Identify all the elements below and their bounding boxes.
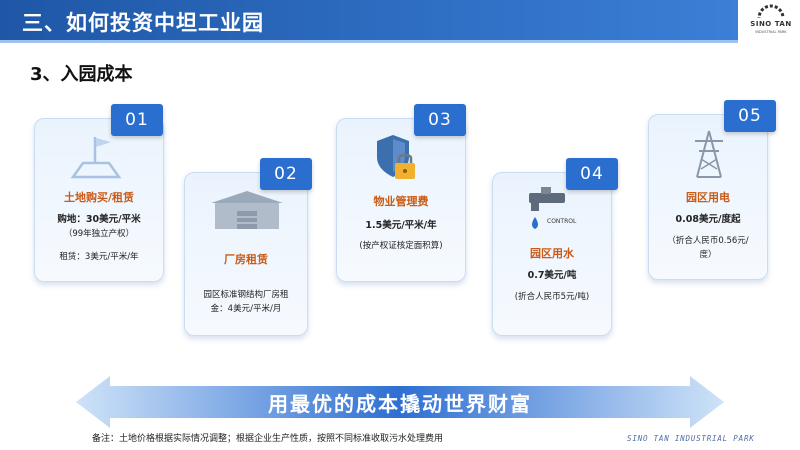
card-title: 园区用电: [686, 191, 730, 204]
power-tower-icon: [695, 130, 723, 178]
card-number-badge: 05: [724, 100, 776, 132]
card-line: 园区标准钢结构厂房租: [203, 290, 289, 300]
card-line: 1.5美元/平米/年: [365, 220, 437, 231]
page-title: 三、如何投资中坦工业园: [22, 11, 264, 35]
footnote: 备注：土地价格根据实际情况调整；根据企业生产性质，按照不同标准收取污水处理费用: [92, 434, 444, 444]
card-line: （99年独立产权）: [63, 229, 135, 239]
card-number-badge: 04: [566, 158, 618, 190]
card-title: 物业管理费: [373, 195, 429, 208]
card-land: 土地购买/租赁 购地：30美元/平米 （99年独立产权） 租赁：3美元/平米/年: [34, 118, 164, 282]
card-title: 厂房租赁: [224, 253, 268, 266]
header-bar: 三、如何投资中坦工业园: [0, 0, 738, 40]
company-logo: SINO TAN INDUSTRIAL PARK: [744, 2, 798, 42]
card-electricity: 园区用电 0.08美元/度起 （折合人民币0.56元/ 度）: [648, 114, 768, 280]
card-water: CONTROL 园区用水 0.7美元/吨 (折合人民币5元/吨): [492, 172, 612, 336]
card-number-badge: 03: [414, 104, 466, 136]
water-faucet-icon: CONTROL: [529, 187, 577, 229]
card-line: (折合人民币5元/吨): [514, 292, 590, 302]
card-line: 0.7美元/吨: [527, 270, 577, 281]
gear-icon: [744, 4, 798, 32]
land-flag-icon: [70, 137, 122, 179]
footer-brand: SINO TAN INDUSTRIAL PARK: [627, 434, 755, 443]
control-label: CONTROL: [547, 218, 577, 225]
card-line: （折合人民币0.56元/: [667, 236, 749, 246]
slogan-text: 用最优的成本撬动世界财富: [268, 392, 532, 416]
card-factory: 厂房租赁 园区标准钢结构厂房租 金：4美元/平米/月: [184, 172, 308, 336]
shield-lock-icon: [377, 135, 415, 179]
card-line: 租赁：3美元/平米/年: [59, 252, 139, 262]
card-property: 物业管理费 1.5美元/平米/年 (按产权证核定面积算): [336, 118, 466, 282]
factory-icon: [211, 191, 283, 229]
card-number-badge: 02: [260, 158, 312, 190]
slogan-arrow: [76, 376, 724, 428]
logo-subtext: INDUSTRIAL PARK: [755, 30, 787, 34]
card-number-badge: 01: [111, 104, 163, 136]
card-line: 金：4美元/平米/月: [210, 304, 282, 314]
card-line: 购地：30美元/平米: [57, 214, 141, 225]
card-title: 土地购买/租赁: [63, 191, 135, 204]
logo-text: SINO TAN: [750, 20, 792, 28]
card-line: (按产权证核定面积算): [359, 241, 443, 251]
header-divider: [0, 40, 738, 43]
section-title: 3、入园成本: [30, 64, 133, 85]
card-line: 度）: [699, 250, 717, 260]
card-line: 0.08美元/度起: [675, 214, 741, 225]
card-title: 园区用水: [530, 247, 574, 260]
